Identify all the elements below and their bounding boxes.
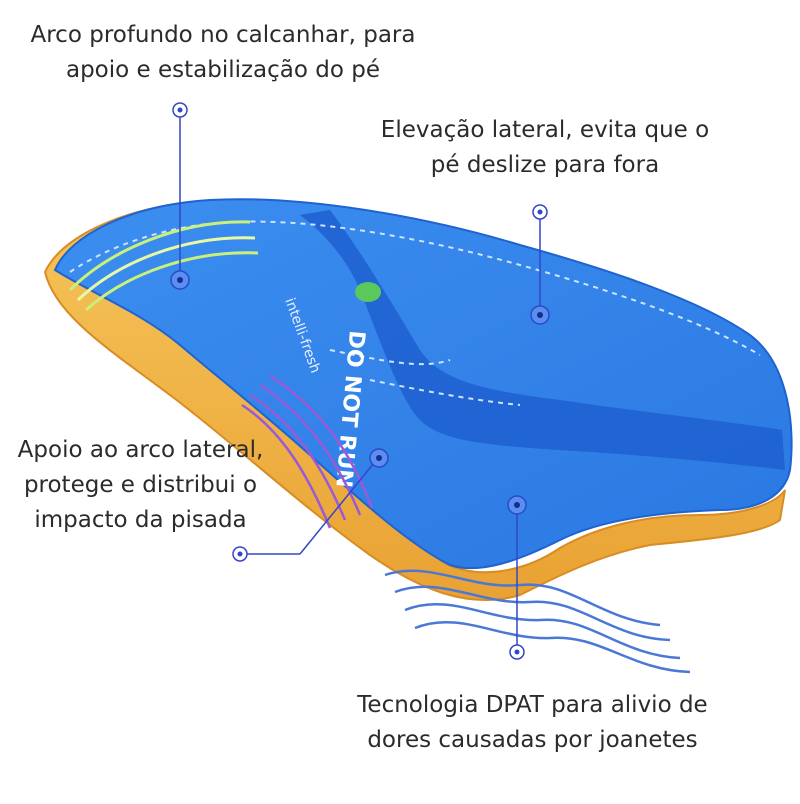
- callout-lateral-line-1: Elevação lateral, evita que o: [380, 117, 710, 143]
- callout-arch-line-3: impacto da pisada: [34, 507, 247, 533]
- stitch-line: [329, 349, 521, 406]
- insole-band: [300, 210, 785, 470]
- callout-dpat: Tecnologia DPAT para alivio de dores cau…: [340, 688, 725, 758]
- callout-heel-arch-line-1: Arco profundo no calcanhar, para: [30, 22, 416, 48]
- callout-dpat-line-1: Tecnologia DPAT para alivio de: [357, 692, 708, 718]
- marker-dpat-icon: [507, 495, 527, 660]
- arch-waves: [241, 374, 374, 529]
- stitch-line-edge: [69, 220, 761, 356]
- marker-lateral-icon: [530, 204, 550, 325]
- heel-contour-lines: [68, 220, 259, 312]
- callout-heel-arch-line-2: apoio e estabilização do pé: [65, 57, 381, 83]
- green-dot-icon: [355, 282, 381, 302]
- callout-arch-line-2: protege e distribui o: [23, 472, 258, 498]
- marker-heel-icon: [170, 102, 190, 290]
- callout-arch-line-1: Apoio ao arco lateral,: [17, 437, 264, 463]
- callout-lateral-line-2: pé deslize para fora: [430, 152, 660, 178]
- callout-arch-support: Apoio ao arco lateral, protege e distrib…: [8, 433, 273, 538]
- marker-arch-icon: [232, 448, 389, 562]
- callout-dpat-line-2: dores causadas por joanetes: [367, 727, 698, 753]
- dpat-waves: [384, 569, 691, 674]
- callout-lateral-elevation: Elevação lateral, evita que o pé deslize…: [370, 113, 720, 183]
- callout-leaders: [179, 112, 541, 652]
- callout-heel-arch: Arco profundo no calcanhar, para apoio e…: [18, 18, 428, 88]
